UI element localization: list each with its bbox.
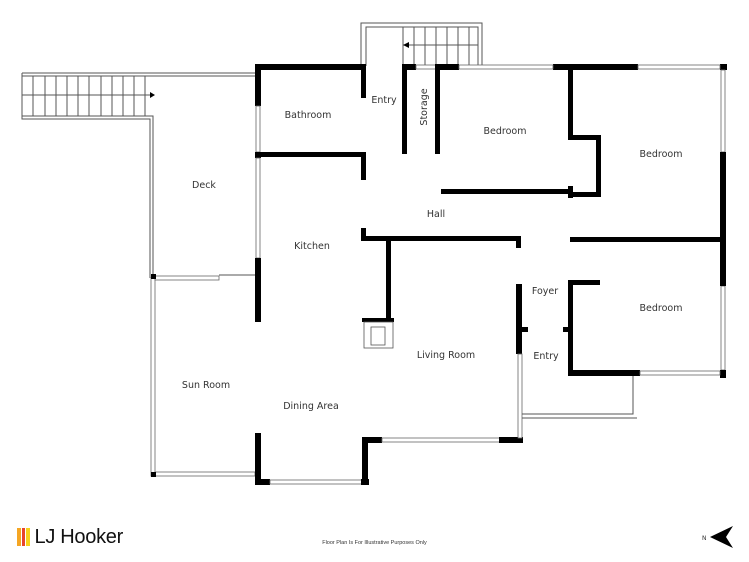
- top-stairs: [360, 22, 483, 66]
- logo-bar-yellow: [26, 528, 30, 546]
- label-bedroom-1: Bedroom: [484, 126, 527, 137]
- label-deck: Deck: [192, 180, 216, 191]
- label-entry-bottom: Entry: [533, 351, 559, 362]
- compass-label: N: [702, 535, 707, 542]
- compass: N: [700, 524, 736, 554]
- logo-bar-orange: [17, 528, 21, 546]
- brand-name: LJ Hooker: [34, 526, 124, 548]
- room-labels: Bathroom Entry Storage Bedroom Bedroom B…: [182, 88, 683, 412]
- label-entry-top: Entry: [371, 95, 397, 106]
- disclaimer-text: Floor Plan Is For Illustrative Purposes …: [322, 540, 427, 546]
- floor-plan: Bathroom Entry Storage Bedroom Bedroom B…: [21, 22, 727, 485]
- logo-bar-red: [21, 528, 25, 546]
- walls: [255, 64, 727, 485]
- label-dining-area: Dining Area: [283, 401, 339, 412]
- label-storage: Storage: [419, 88, 430, 125]
- label-foyer: Foyer: [532, 286, 558, 297]
- label-bedroom-3: Bedroom: [640, 303, 683, 314]
- label-bedroom-2: Bedroom: [640, 149, 683, 160]
- north-arrow-icon: N: [702, 526, 733, 548]
- left-stairs: [21, 72, 255, 278]
- label-kitchen: Kitchen: [294, 241, 330, 252]
- label-sun-room: Sun Room: [182, 380, 230, 391]
- brand-logo: LJ Hooker: [17, 526, 124, 548]
- label-bathroom: Bathroom: [285, 110, 332, 121]
- label-living-room: Living Room: [417, 350, 475, 361]
- sun-room-outline: [150, 274, 256, 477]
- label-hall: Hall: [427, 209, 445, 220]
